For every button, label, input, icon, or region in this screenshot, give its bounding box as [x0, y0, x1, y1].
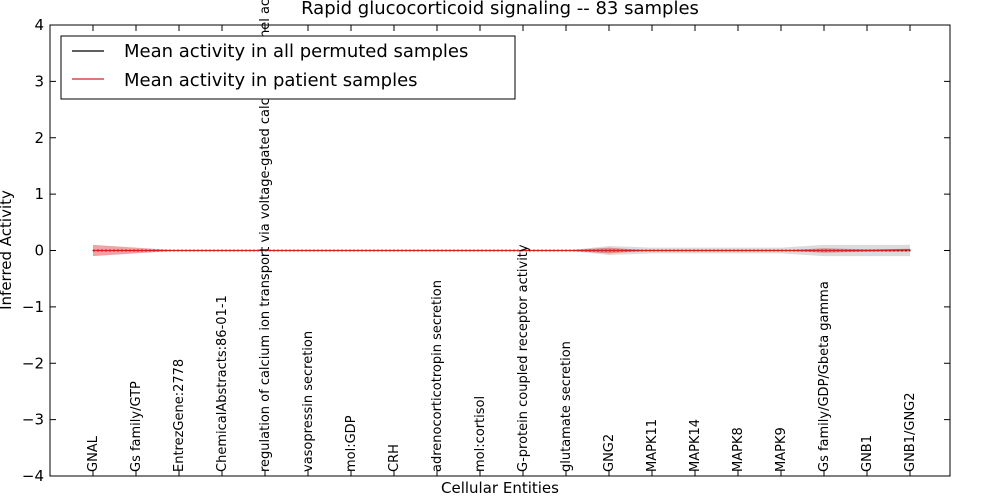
line-series-1	[93, 249, 911, 252]
x-tick-label-14: MAPK14	[688, 419, 703, 472]
legend: Mean activity in all permuted samples Me…	[60, 35, 516, 100]
point-series-1-17	[823, 249, 825, 252]
y-tick-label-0: 4	[34, 16, 44, 34]
x-tick-label-17: Gs family/GDP/Gbeta gamma	[817, 281, 832, 472]
x-tick-label-1: Gs family/GTP	[129, 381, 144, 472]
y-tick-label-6: −2	[22, 354, 44, 372]
point-series-1-9	[479, 249, 481, 252]
y-tick-label-1: 3	[34, 72, 44, 90]
x-tick-label-8: adrenocorticotropin secretion	[430, 280, 445, 472]
point-series-1-16	[780, 249, 782, 252]
y-tick-label-4: 0	[34, 242, 44, 260]
x-tick-label-15: MAPK8	[731, 427, 746, 472]
point-series-1-3	[221, 249, 223, 252]
y-axis-label: Inferred Activity	[0, 190, 15, 310]
x-tick-label-6: mol:GDP	[344, 415, 359, 472]
y-tick-label-2: 2	[34, 129, 44, 147]
point-series-1-14	[694, 249, 696, 252]
point-series-1-11	[565, 249, 567, 252]
x-tick-label-3: ChemicalAbstracts:86-01-1	[215, 295, 230, 472]
point-series-1-15	[737, 249, 739, 252]
x-tick-label-18: GNB1	[860, 435, 875, 472]
point-series-1-6	[350, 249, 352, 252]
x-tick-label-4: regulation of calcium ion transport via …	[258, 0, 273, 472]
point-series-1-10	[522, 249, 524, 252]
point-series-1-0	[92, 249, 94, 252]
confidence-bands	[93, 244, 910, 257]
x-tick-label-16: MAPK9	[774, 427, 789, 472]
point-series-1-7	[393, 249, 395, 252]
point-series-1-2	[178, 249, 180, 252]
x-axis-label: Cellular Entities	[441, 479, 559, 497]
point-series-1-4	[264, 249, 266, 252]
point-series-1-12	[608, 249, 610, 252]
x-tick-label-0: GNAL	[86, 435, 101, 472]
y-axis: 4 3 2 1 0 −1 −2 −3 −4	[22, 16, 950, 485]
point-series-1-8	[436, 249, 438, 252]
point-series-1-13	[651, 249, 653, 252]
point-series-1-19	[909, 249, 911, 251]
x-tick-label-11: glutamate secretion	[559, 341, 574, 472]
legend-box	[60, 35, 516, 100]
x-tick-label-2: EntrezGene:2778	[172, 359, 187, 472]
band-series-0	[93, 244, 910, 257]
legend-label-patient: Mean activity in patient samples	[124, 70, 418, 91]
x-tick-label-5: vasopressin secretion	[301, 331, 316, 472]
series-lines	[92, 249, 911, 252]
chart-title: Rapid glucocorticoid signaling -- 83 sam…	[301, 0, 699, 19]
y-tick-label-8: −4	[22, 467, 44, 485]
x-tick-label-13: MAPK11	[645, 419, 660, 472]
y-tick-label-5: −1	[22, 298, 44, 316]
point-series-1-5	[307, 249, 309, 252]
y-tick-label-7: −3	[22, 411, 44, 429]
y-tick-label-3: 1	[34, 185, 44, 203]
point-series-1-1	[135, 249, 137, 252]
x-tick-label-19: GNB1/GNG2	[903, 392, 918, 472]
legend-label-permuted: Mean activity in all permuted samples	[124, 41, 468, 62]
point-series-1-18	[866, 249, 868, 252]
x-tick-label-12: GNG2	[602, 434, 617, 472]
x-tick-label-7: CRH	[387, 444, 402, 472]
x-tick-label-10: G-protein coupled receptor activity	[516, 244, 531, 472]
x-tick-labels: GNAL Gs family/GTP EntrezGene:2778 Chemical…	[86, 0, 918, 472]
x-tick-label-9: mol:cortisol	[473, 396, 488, 472]
